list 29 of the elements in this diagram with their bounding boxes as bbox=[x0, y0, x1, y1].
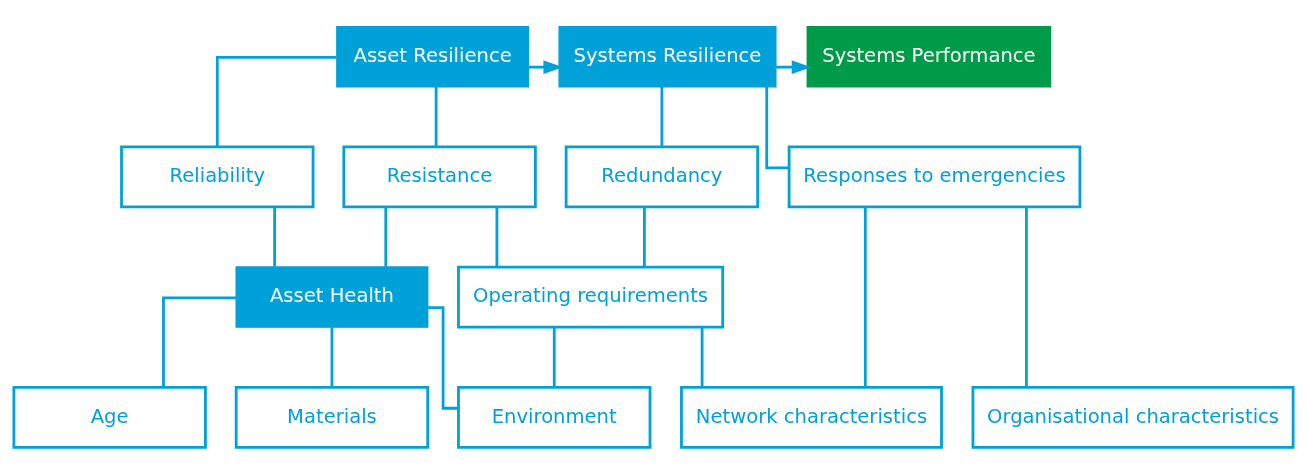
connector bbox=[384, 207, 388, 267]
connector bbox=[660, 87, 664, 147]
node-box: Responses to emergencies bbox=[787, 145, 1082, 209]
connector bbox=[273, 207, 277, 267]
node-box: Redundancy bbox=[564, 145, 760, 209]
node-box: Systems Performance bbox=[806, 25, 1052, 88]
connector bbox=[700, 327, 704, 388]
connector bbox=[552, 327, 556, 388]
node-box: Materials bbox=[234, 385, 430, 449]
connector bbox=[215, 55, 337, 147]
connector bbox=[428, 306, 459, 410]
node-box: Operating requirements bbox=[457, 265, 725, 329]
connector bbox=[1025, 207, 1028, 388]
connector bbox=[434, 87, 438, 147]
node-box: Reliability bbox=[120, 145, 315, 209]
arrow bbox=[776, 60, 812, 74]
connector bbox=[330, 327, 334, 388]
node-box: Age bbox=[12, 385, 207, 449]
connector bbox=[643, 207, 646, 267]
connector bbox=[863, 207, 867, 388]
node-box: Resistance bbox=[342, 145, 537, 209]
node-box: Asset Health bbox=[235, 266, 429, 328]
connector bbox=[495, 207, 499, 267]
node-box: Systems Resilience bbox=[558, 25, 777, 88]
node-box: Organisational characteristics bbox=[971, 385, 1295, 449]
node-box: Asset Resilience bbox=[336, 25, 530, 88]
node-box: Environment bbox=[457, 385, 652, 449]
node-box: Network characteristics bbox=[680, 385, 943, 449]
connector bbox=[162, 296, 236, 388]
